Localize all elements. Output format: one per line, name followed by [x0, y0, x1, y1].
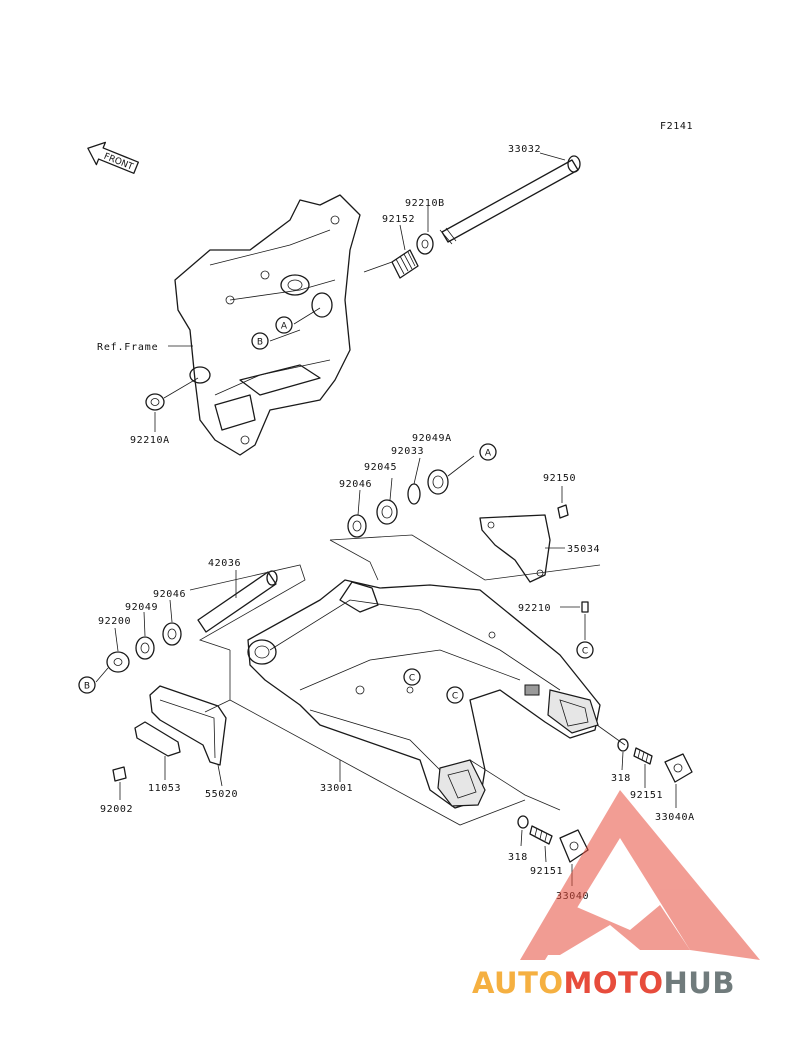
part-label-33032: 33032 [508, 144, 541, 155]
figure-code: F2141 [660, 121, 693, 132]
chain-slider-55020 [149, 685, 227, 766]
part-label-92152: 92152 [382, 214, 415, 225]
svg-text:C: C [409, 674, 415, 684]
part-label-92151-lower: 92151 [530, 866, 563, 877]
callout-a-frame: A [275, 316, 293, 334]
svg-text:C: C [452, 692, 458, 702]
watermark-text-auto: AUTO [472, 966, 564, 1000]
callout-a-bearing: A [479, 443, 497, 461]
part-label-92049: 92049 [125, 602, 158, 613]
part-label-318-lower: 318 [508, 852, 528, 863]
bolt-92151-lower [529, 825, 553, 845]
pivot-shaft [439, 155, 581, 245]
bolt-92151-upper [633, 747, 653, 765]
ref-frame-label: Ref.Frame [97, 342, 158, 353]
part-label-33040a: 33040A [655, 812, 695, 823]
watermark-text: AUTOMOTOHUB [472, 966, 735, 1000]
part-label-92046-lower: 92046 [153, 589, 186, 600]
callout-b-frame: B [251, 332, 269, 350]
part-label-42036: 42036 [208, 558, 241, 569]
part-label-92046-upper: 92046 [339, 479, 372, 490]
watermark-triangle-icon [520, 790, 760, 960]
watermark-text-hub: HUB [664, 966, 735, 1000]
svg-text:AUTOMOTOHUB: AUTOMOTOHUB [472, 966, 735, 1000]
bearing-92046-lower [162, 622, 182, 646]
collar-92152 [391, 249, 419, 279]
part-label-35034: 35034 [567, 544, 600, 555]
callout-c-swingarm-1: C [403, 668, 421, 686]
assembly-lines [189, 534, 626, 826]
part-label-33001: 33001 [320, 783, 353, 794]
frame-drawing [174, 194, 361, 456]
watermark-text-moto: MOTO [564, 966, 664, 1000]
nut-318-upper [617, 738, 629, 752]
part-label-92210b: 92210B [405, 198, 445, 209]
bracket-11053 [134, 721, 181, 757]
part-label-92200: 92200 [98, 616, 131, 627]
part-label-92151-upper: 92151 [630, 790, 663, 801]
part-label-92150: 92150 [543, 473, 576, 484]
chain-adjuster-33040a [664, 753, 693, 783]
svg-text:B: B [257, 338, 263, 348]
callout-b-washer: B [78, 676, 96, 694]
front-arrow-icon: FRONT [87, 141, 140, 174]
svg-text:A: A [485, 449, 492, 459]
bearing-92046-upper [347, 514, 367, 538]
part-label-92210a: 92210A [130, 435, 170, 446]
swingarm-33001 [247, 579, 601, 809]
bolt-92002 [112, 766, 127, 782]
bearing-92045 [376, 499, 398, 525]
svg-text:A: A [281, 322, 288, 332]
circlip-92033 [407, 483, 421, 505]
nut-92210b [416, 233, 434, 255]
sleeve-42036 [197, 570, 278, 633]
part-label-92210: 92210 [518, 603, 551, 614]
washer-92200 [106, 651, 130, 673]
part-label-318-upper: 318 [611, 773, 631, 784]
svg-text:C: C [582, 647, 588, 657]
nut-92210a [145, 393, 165, 411]
callout-c-swingarm-2: C [446, 686, 464, 704]
watermark-logo [520, 790, 760, 960]
nut-318-lower [517, 815, 529, 829]
seal-92049 [135, 636, 155, 660]
bolt-92210 [581, 601, 589, 613]
part-label-92002: 92002 [100, 804, 133, 815]
part-label-92045: 92045 [364, 462, 397, 473]
part-label-55020: 55020 [205, 789, 238, 800]
bolt-92150 [557, 504, 569, 519]
watermark-inner-stroke [540, 905, 690, 955]
callout-c-bolt: C [576, 641, 594, 659]
part-label-92033: 92033 [391, 446, 424, 457]
seal-92049a [427, 469, 449, 495]
front-label: FRONT [102, 152, 135, 173]
part-label-92049a: 92049A [412, 433, 452, 444]
part-label-11053: 11053 [148, 783, 181, 794]
chain-guard-35034 [479, 514, 551, 583]
svg-text:B: B [84, 682, 90, 692]
